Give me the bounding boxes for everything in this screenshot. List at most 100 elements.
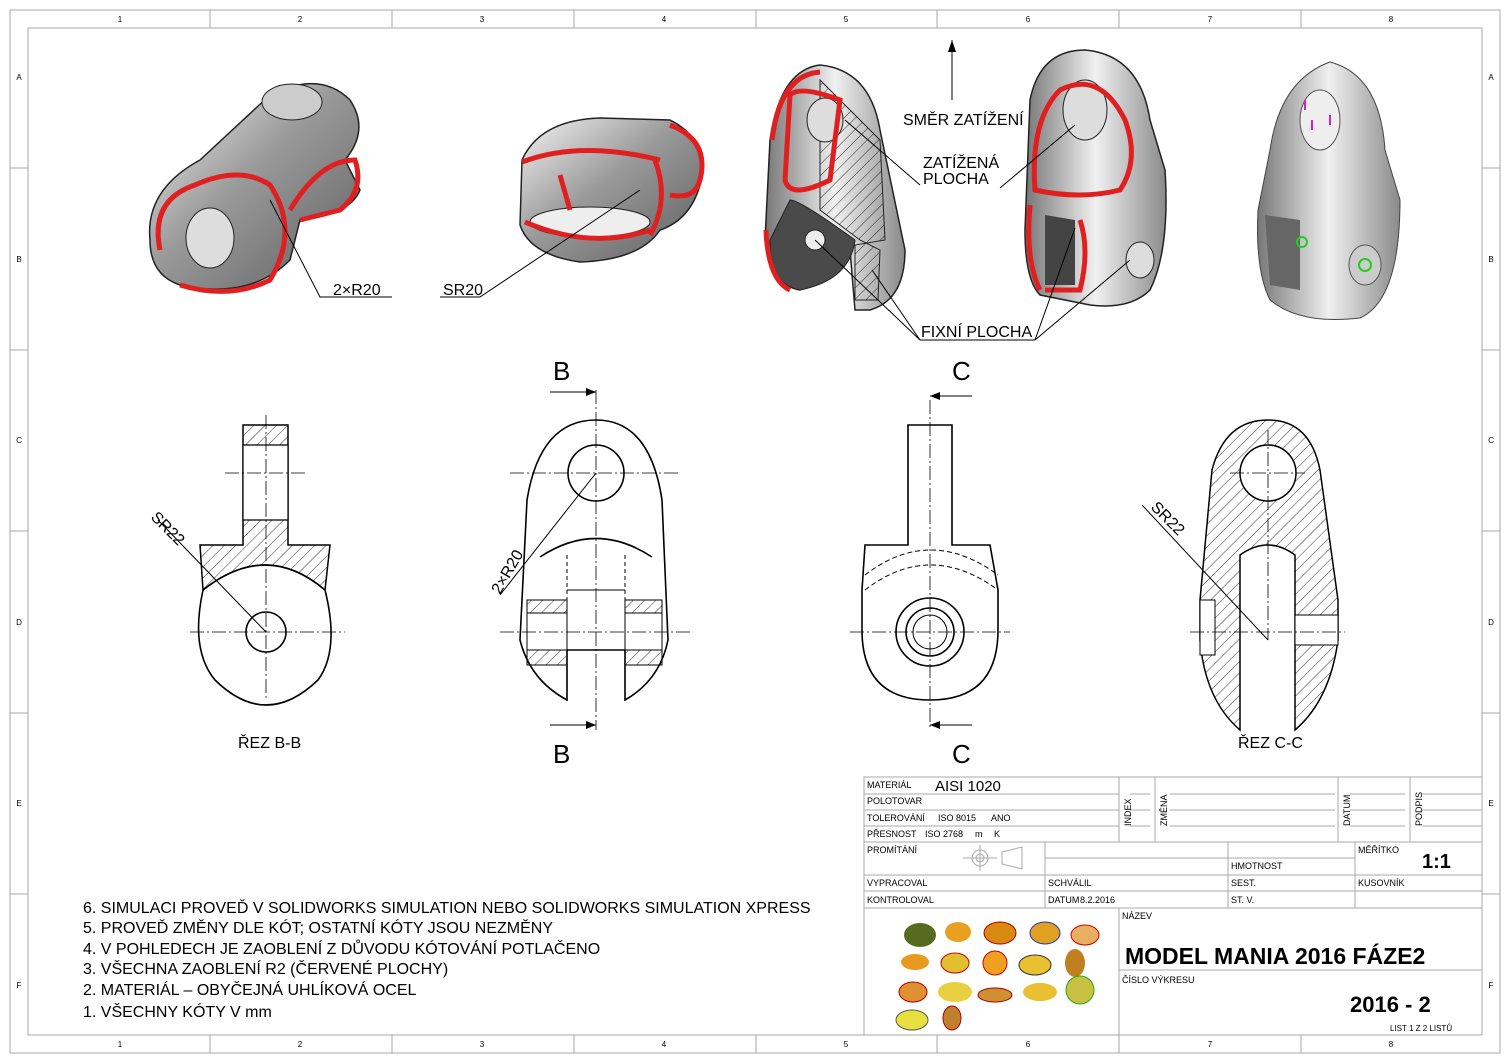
section-b-label-top: B	[553, 356, 570, 386]
isometric-view-2	[519, 117, 705, 263]
date-label: DATUM	[1048, 895, 1079, 905]
zone-col: 6	[1026, 15, 1031, 24]
note-6: 6. SIMULACI PROVEĎ V SOLIDWORKS SIMULATI…	[83, 898, 811, 917]
drawing-number-label: ČÍSLO VÝKRESU	[1122, 975, 1195, 985]
drawing-title: MODEL MANIA 2016 FÁZE2	[1125, 942, 1425, 969]
section-bb-title: ŘEZ B-B	[238, 733, 301, 752]
checked-label: KONTROLOVAL	[867, 895, 934, 905]
zone-col: 5	[844, 15, 849, 24]
callout-loaded-face-2: PLOCHA	[923, 171, 989, 188]
dim-2xr20-front: 2×R20	[489, 547, 528, 597]
index-label: INDEX	[1123, 798, 1133, 826]
zone-col: 3	[480, 15, 485, 24]
section-c-label-bottom: C	[952, 739, 971, 769]
zone-row: D	[1488, 618, 1494, 627]
model-mania-logo	[895, 921, 1100, 1031]
date-col-label: DATUM	[1342, 795, 1352, 826]
isometric-view-1	[148, 83, 361, 294]
projection-symbol-icon	[963, 845, 1023, 871]
zone-col: 7	[1208, 1040, 1213, 1049]
parts-list-label: KUSOVNÍK	[1358, 878, 1405, 888]
section-c-label-top: C	[952, 356, 971, 386]
projection-label: PROMÍTÁNÍ	[867, 845, 918, 855]
callout-fixed-face: FIXNÍ PLOCHA	[921, 322, 1032, 341]
zone-col: 3	[480, 1040, 485, 1049]
callout-2xr20: 2×R20	[333, 282, 381, 299]
note-2: 2. MATERIÁL – OBYČEJNÁ UHLÍKOVÁ OCEL	[83, 980, 417, 999]
state-label: ST. V.	[1231, 895, 1254, 905]
arrow-head-icon	[948, 40, 956, 52]
tolerance-label: TOLEROVÁNÍ	[867, 813, 925, 823]
zone-row: B	[16, 255, 21, 264]
signature-label: PODPIS	[1414, 792, 1424, 826]
zone-row: C	[1488, 436, 1494, 445]
zone-col: 4	[662, 1040, 667, 1049]
note-3: 3. VŠECHNA ZAOBLENÍ R2 (ČERVENÉ PLOCHY)	[83, 959, 448, 978]
leader-loaded	[844, 119, 1076, 189]
zone-row: A	[1488, 73, 1494, 82]
drawing-number: 2016 - 2	[1350, 992, 1431, 1017]
scale-value: 1:1	[1422, 851, 1451, 873]
mass-label: HMOTNOST	[1231, 861, 1283, 871]
zone-row: B	[1488, 255, 1493, 264]
section-b-label-bottom: B	[553, 739, 570, 769]
zone-row: F	[1489, 981, 1494, 990]
section-cc-view	[1141, 419, 1345, 732]
title-block: MATERIÁL AISI 1020 POLOTOVAR TOLEROVÁNÍ …	[863, 776, 1483, 1036]
zone-col: 8	[1389, 1040, 1394, 1049]
callout-sr20: SR20	[443, 282, 483, 299]
material-value: AISI 1020	[935, 778, 1001, 795]
precision-label: PŘESNOST	[867, 829, 917, 839]
isometric-simulation-view	[1257, 61, 1401, 321]
zone-row: E	[16, 799, 21, 808]
leader-sr20	[440, 189, 641, 298]
callout-loaded-face-1: ZATÍŽENÁ	[923, 153, 999, 172]
dim-sr22-cc: SR22	[1147, 499, 1187, 539]
section-cc-title: ŘEZ C-C	[1238, 733, 1303, 752]
dim-sr22-bb: SR22	[147, 509, 187, 549]
zone-col: 6	[1026, 1040, 1031, 1049]
leader-2xr20	[269, 199, 392, 298]
zone-col: 8	[1389, 15, 1394, 24]
polotovar-label: POLOTOVAR	[867, 796, 923, 806]
zone-row: D	[16, 618, 22, 627]
assembly-label: SEST.	[1231, 878, 1256, 888]
zone-labels-top: 1 2 3 4 5 6 7 8	[118, 15, 1394, 24]
section-bb-view	[157, 415, 345, 706]
tolerance-flag: ANO	[991, 813, 1011, 823]
scale-label: MĚŘÍTKO	[1358, 845, 1399, 855]
precision-m: m	[975, 829, 983, 839]
zone-row: A	[16, 73, 22, 82]
zone-col: 2	[298, 1040, 303, 1049]
date-value: 8.2.2016	[1080, 895, 1115, 905]
zone-row: C	[16, 436, 22, 445]
zone-col: 7	[1208, 15, 1213, 24]
note-1: 1. VŠECHNY KÓTY V mm	[83, 1002, 272, 1021]
zone-col: 1	[118, 15, 123, 24]
leader-fixed	[814, 227, 1131, 341]
material-label: MATERIÁL	[867, 780, 911, 790]
zone-col: 2	[298, 15, 303, 24]
zone-labels-left: A B C D E F	[16, 73, 22, 990]
callout-load-direction: SMĚR ZATÍŽENÍ	[903, 110, 1024, 129]
zone-labels-right: A B C D E F	[1488, 73, 1494, 990]
zone-dividers	[10, 10, 1500, 1053]
name-label: NÁZEV	[1122, 911, 1152, 921]
note-4: 4. V POHLEDECH JE ZAOBLENÍ Z DŮVODU KÓTO…	[83, 939, 600, 958]
note-5: 5. PROVEĎ ZMĚNY DLE KÓT; OSTATNÍ KÓTY JS…	[83, 918, 553, 937]
sheet-info: LIST 1 Z 2 LISTŮ	[1390, 1024, 1452, 1033]
approved-label: SCHVÁLIL	[1048, 878, 1092, 888]
precision-value: ISO 2768	[925, 829, 963, 839]
side-view	[850, 392, 1010, 730]
zone-col: 5	[844, 1040, 849, 1049]
zone-col: 1	[118, 1040, 123, 1049]
zone-labels-bottom: 1 2 3 4 5 6 7 8	[118, 1040, 1394, 1049]
zone-row: F	[17, 981, 22, 990]
zone-col: 4	[662, 15, 667, 24]
precision-k: K	[994, 829, 1000, 839]
zone-row: E	[1488, 799, 1493, 808]
change-label: ZMĚNA	[1159, 795, 1169, 827]
isometric-view-4	[1024, 49, 1167, 307]
drawn-label: VYPRACOVAL	[867, 878, 927, 888]
front-view	[499, 388, 690, 730]
